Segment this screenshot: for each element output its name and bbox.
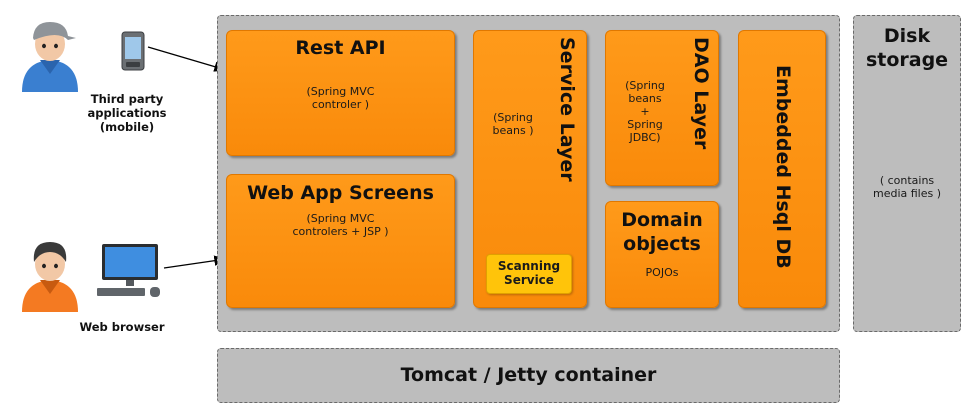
rest-api-box: Rest API (Spring MVC controler ) bbox=[226, 30, 455, 156]
user-icon bbox=[22, 22, 78, 92]
domain-objects-title: Domain objects bbox=[621, 209, 703, 255]
browser-actor-label: Web browser bbox=[79, 320, 165, 334]
web-app-screens-box: Web App Screens (Spring MVC controlers +… bbox=[226, 174, 455, 308]
disk-storage-title: Disk storage bbox=[865, 25, 949, 71]
rest-api-note: (Spring MVC controler ) bbox=[306, 85, 375, 111]
service-layer-box: Service Layer (Spring beans ) Scanning S… bbox=[473, 30, 587, 308]
web-app-screens-note: (Spring MVC controlers + JSP ) bbox=[292, 212, 389, 238]
desktop-computer-icon bbox=[97, 244, 160, 297]
domain-objects-box: Domain objects POJOs bbox=[605, 201, 719, 308]
mobile-arrow-icon bbox=[147, 46, 228, 72]
dao-layer-note: (Spring beans + Spring JDBC) bbox=[625, 79, 665, 144]
mobile-phone-icon bbox=[121, 31, 145, 71]
embedded-hsql-db-title: Embedded Hsql DB bbox=[772, 65, 794, 269]
servlet-container-box: Tomcat / Jetty container bbox=[217, 348, 840, 403]
servlet-container-title: Tomcat / Jetty container bbox=[400, 364, 657, 386]
web-app-screens-title: Web App Screens bbox=[247, 182, 434, 204]
scanning-service-box: Scanning Service bbox=[486, 254, 572, 294]
user-icon bbox=[22, 242, 78, 312]
domain-objects-note: POJOs bbox=[645, 266, 679, 279]
mobile-actor-label: Third party applications (mobile) bbox=[87, 92, 167, 134]
embedded-hsql-db-box: Embedded Hsql DB bbox=[738, 30, 826, 308]
browser-arrow-icon bbox=[163, 255, 228, 269]
dao-layer-title: DAO Layer bbox=[690, 37, 712, 150]
service-layer-note: (Spring beans ) bbox=[492, 111, 534, 137]
rest-api-title: Rest API bbox=[295, 37, 386, 59]
disk-storage-box: Disk storage ( contains media files ) bbox=[853, 15, 961, 332]
service-layer-title: Service Layer bbox=[556, 37, 578, 182]
disk-storage-note: ( contains media files ) bbox=[872, 174, 942, 200]
dao-layer-box: DAO Layer (Spring beans + Spring JDBC) bbox=[605, 30, 719, 186]
